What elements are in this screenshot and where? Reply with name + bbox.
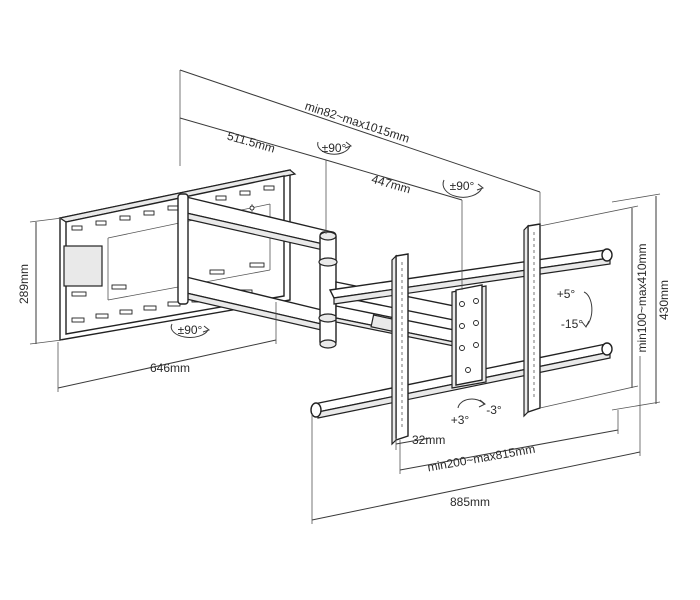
label-tilt-down: -15° (561, 317, 583, 331)
label-rotate-arm-head: ±90° (450, 179, 475, 193)
dim-profile (395, 437, 431, 450)
label-wall-plate-height: 289mm (17, 264, 31, 304)
dim-vesa-vertical (539, 205, 639, 409)
wall-plate-slots-mid (71, 262, 265, 297)
label-level-plus: +3° (451, 413, 470, 427)
dim-vesa-horizontal (399, 410, 619, 474)
label-second-arm: 447mm (370, 172, 412, 196)
label-level-minus: -3° (486, 403, 502, 417)
dim-first-arm (179, 117, 327, 234)
label-tilt-up: +5° (557, 287, 576, 301)
label-wall-plate-width: 646mm (150, 361, 190, 375)
level-arrow-icon (457, 398, 486, 409)
rotate-wall-pivot-icon (170, 323, 211, 338)
right-vesa-bracket (523, 223, 541, 418)
label-bracket-height: 430mm (657, 280, 671, 320)
rotate-arm-head-icon (442, 179, 485, 198)
label-rotate-arm-top: ±90° (322, 141, 347, 155)
dim-wall-plate-width (57, 302, 277, 392)
label-rotate-wall-pivot: ±90° (178, 323, 203, 337)
elbow-pivot (318, 231, 338, 349)
dim-second-arm (325, 159, 463, 290)
rotate-arm-top-icon (317, 141, 353, 155)
tilt-arrow-icon (581, 291, 593, 328)
left-vesa-bracket (391, 253, 409, 446)
tilt-head (451, 284, 487, 389)
label-arm-reach: min82~max1015mm (303, 99, 411, 146)
wall-plate-cutout (63, 245, 103, 287)
label-profile: 32mm (412, 433, 445, 447)
label-vesa-vertical: min100~max410mm (635, 243, 649, 352)
label-bracket-width: 885mm (450, 495, 490, 509)
label-first-arm: 511.5mm (226, 129, 277, 156)
dim-wall-plate-height (29, 217, 63, 345)
dim-bracket-width (311, 356, 641, 524)
dim-bracket-height (611, 193, 661, 411)
first-arm (177, 193, 333, 333)
